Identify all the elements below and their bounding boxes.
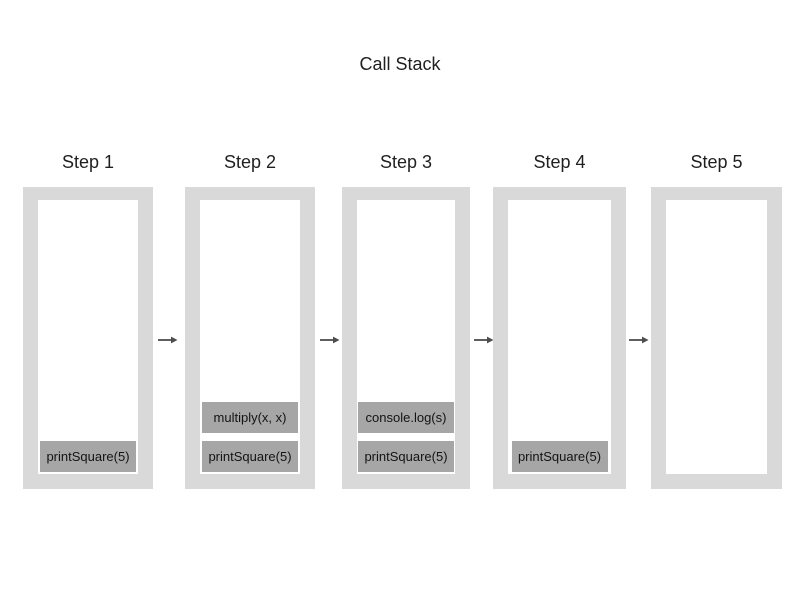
stack-frame: printSquare(5) (511, 441, 608, 472)
stack-frame: printSquare(5) (358, 441, 454, 472)
call-stack-container: console.log(s) printSquare(5) (342, 187, 470, 489)
step-label: Step 5 (690, 152, 743, 172)
step-label: Step 1 (61, 152, 115, 172)
stack-frame: printSquare(5) (40, 441, 136, 472)
stack-frame: multiply(x, x) (202, 402, 298, 433)
step-label: Step 4 (533, 152, 586, 172)
step-column: Step 4 printSquare(5) (493, 150, 626, 489)
stack-inner: printSquare(5) (38, 200, 138, 474)
step-column: Step 1 printSquare(5) (23, 150, 153, 489)
step-column: Step 3 console.log(s) printSquare(5) (342, 150, 470, 489)
right-arrow-icon (473, 334, 495, 346)
right-arrow-icon (319, 334, 341, 346)
step-column: Step 2 multiply(x, x) printSquare(5) (185, 150, 315, 489)
step-label: Step 2 (223, 152, 277, 172)
call-stack-container: multiply(x, x) printSquare(5) (185, 187, 315, 489)
stack-inner (666, 200, 767, 474)
call-stack-container: printSquare(5) (493, 187, 626, 489)
step-column: Step 5 (651, 150, 782, 489)
right-arrow-icon (157, 334, 179, 346)
call-stack-container (651, 187, 782, 489)
stack-inner: printSquare(5) (508, 200, 611, 474)
stack-inner: multiply(x, x) printSquare(5) (200, 200, 300, 474)
page-title: Call Stack (359, 54, 441, 74)
step-label: Step 3 (379, 152, 433, 172)
stack-inner: console.log(s) printSquare(5) (357, 200, 455, 474)
call-stack-container: printSquare(5) (23, 187, 153, 489)
stack-frame: printSquare(5) (202, 441, 298, 472)
right-arrow-icon (628, 334, 650, 346)
stack-frame: console.log(s) (358, 402, 454, 433)
